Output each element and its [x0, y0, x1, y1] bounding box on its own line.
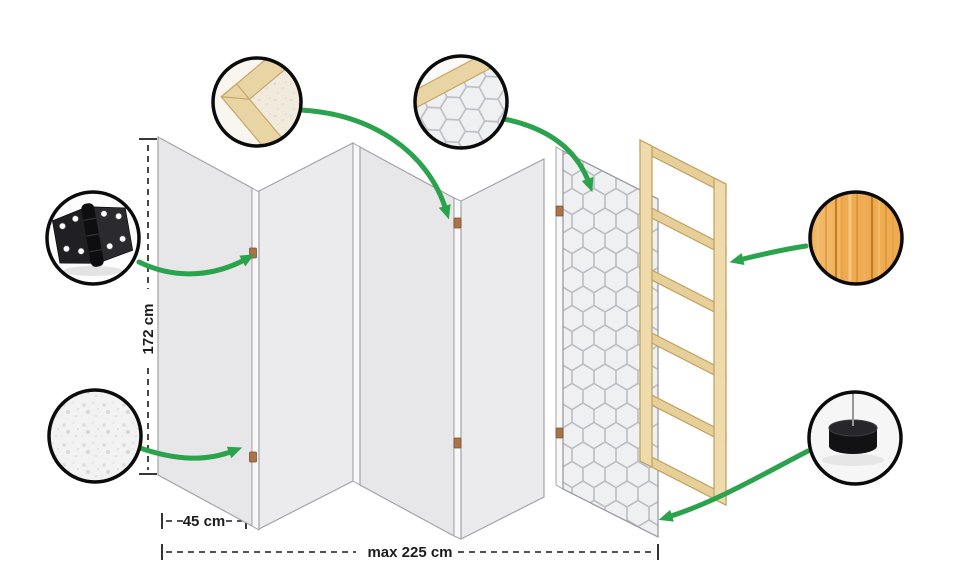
arrow-hinge-to-fold — [136, 254, 255, 277]
arrow-corner-to-fold — [298, 107, 451, 220]
hinge-mark — [555, 205, 564, 217]
hinge-mark — [249, 247, 257, 259]
arrow-foot-to-base — [658, 448, 811, 522]
panel-4 — [460, 158, 545, 540]
frame-left-rail — [639, 139, 653, 468]
panel-1 — [157, 135, 253, 528]
panel-fold-edge-1 — [251, 187, 260, 531]
panel-3 — [359, 145, 455, 538]
fabric-texture-icon — [49, 390, 141, 482]
callout-arrows — [136, 107, 811, 522]
pattern-panel — [555, 146, 659, 539]
foot-pad-icon — [809, 392, 901, 484]
wooden-frame — [639, 139, 727, 506]
panel-fold-edge-2 — [352, 142, 361, 486]
height-label: 172 cm — [140, 304, 157, 355]
panel-fold-edge-3 — [453, 197, 462, 540]
screen-panels — [157, 135, 545, 540]
callout-frame-corner — [211, 56, 303, 148]
panel-width-label: 45 cm — [183, 513, 226, 530]
callout-foot — [807, 390, 903, 486]
frame-corner-icon — [213, 58, 301, 146]
hinge-mark — [453, 437, 462, 449]
hinge-mark — [453, 217, 462, 229]
callout-fabric — [47, 388, 143, 484]
total-width-label: max 225 cm — [367, 544, 452, 561]
hinge-mark — [249, 451, 257, 463]
callout-wood — [808, 190, 904, 286]
total-width-dimension: max 225 cm — [161, 544, 659, 561]
arrow-pattern-to-panel — [501, 116, 594, 193]
height-dimension: 172 cm — [139, 138, 157, 475]
hinge-mark — [555, 427, 564, 439]
arrow-wood-to-frame — [729, 243, 809, 266]
pattern-panel-face — [562, 149, 659, 539]
arrow-fabric-to-panel — [137, 445, 243, 461]
hinge-photo-icon — [47, 192, 139, 284]
frame-top-beam — [639, 139, 727, 195]
frame-right-rail — [713, 177, 727, 506]
panel-2 — [258, 142, 354, 530]
callout-hinge — [45, 190, 141, 286]
